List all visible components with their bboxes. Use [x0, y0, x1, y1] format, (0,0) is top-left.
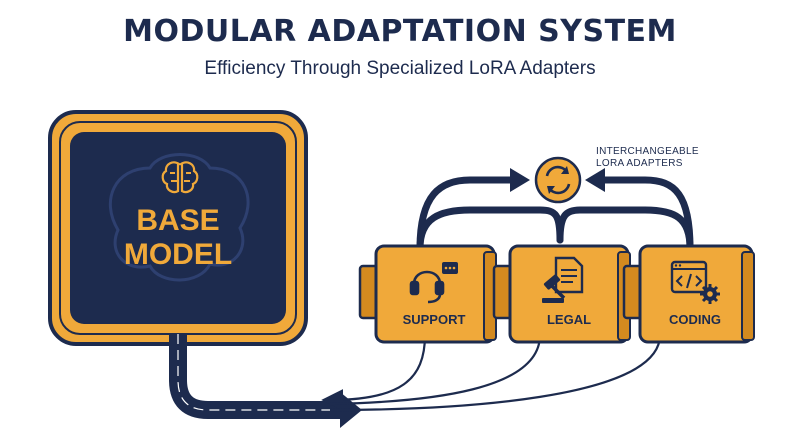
base-output-pipe	[169, 334, 362, 428]
base-model-label-line2: MODEL	[124, 238, 232, 271]
adapter-return-lines	[321, 334, 662, 412]
adapter-coding[interactable]	[622, 244, 755, 344]
arrow-left-into-swap	[585, 168, 605, 192]
adapter-label-coding: CODING	[669, 312, 721, 327]
swap-note-line1: INTERCHANGEABLE	[596, 146, 699, 157]
adapter-support[interactable]	[358, 244, 497, 344]
arrow-right-into-swap	[510, 168, 530, 192]
swap-note-line2: LORA ADAPTERS	[596, 158, 683, 169]
code-window-gear-icon	[670, 260, 720, 304]
page-title: MODULAR ADAPTATION SYSTEM	[123, 14, 677, 49]
base-model-label-line1: BASE	[136, 204, 219, 237]
adapter-label-legal: LEGAL	[547, 312, 591, 327]
brain-icon	[161, 161, 199, 194]
page-subtitle: Efficiency Through Specialized LoRA Adap…	[204, 58, 596, 79]
gavel-document-icon	[542, 256, 584, 303]
adapter-feed-lines	[416, 176, 694, 252]
base-model-block	[48, 110, 308, 346]
swap-note: INTERCHANGEABLE LORA ADAPTERS	[596, 146, 699, 170]
refresh-icon	[534, 156, 582, 204]
headset-icon	[409, 262, 458, 304]
adapter-label-support: SUPPORT	[403, 312, 466, 327]
brain-outline-bg	[108, 153, 250, 282]
